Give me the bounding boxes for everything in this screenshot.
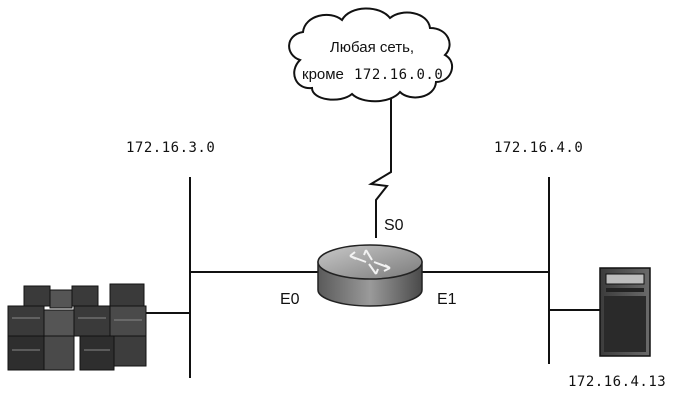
router-icon xyxy=(317,244,423,307)
server-ip-label: 172.16.4.13 xyxy=(568,374,666,390)
interface-label-e0: E0 xyxy=(280,291,300,308)
serial-link xyxy=(368,98,392,238)
network-label-right: 172.16.4.0 xyxy=(494,140,583,156)
interface-label-s0: S0 xyxy=(384,217,404,234)
cloud-label-address: 172.16.0.0 xyxy=(354,67,443,83)
interface-label-e1: E1 xyxy=(437,291,457,308)
cloud-label-line1: Любая сеть, xyxy=(330,39,414,56)
cloud-icon xyxy=(288,7,454,103)
cloud-label-prefix: кроме xyxy=(302,66,344,83)
switch-icon xyxy=(7,283,147,371)
network-label-left: 172.16.3.0 xyxy=(126,140,215,156)
server-icon xyxy=(599,267,651,357)
